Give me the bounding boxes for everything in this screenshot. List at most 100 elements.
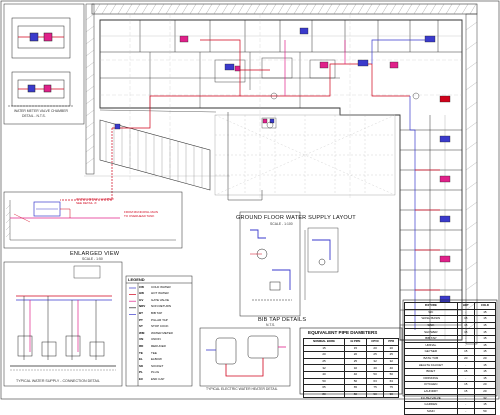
fixture-table-cell: 15 xyxy=(456,387,475,396)
fixture-table-row: GARDEN-15 xyxy=(404,400,497,409)
fixture-table-cell: - xyxy=(456,374,475,383)
pipe-table-header-2: CPVC xyxy=(365,338,385,346)
floor-plan xyxy=(84,3,478,345)
fixture-table-row: FLUSH VALVE-32 xyxy=(404,394,497,402)
fixture-table-cell: 15 xyxy=(456,315,475,323)
fixture-table-cell: SHOWER xyxy=(404,328,458,336)
legend-item-code: TE xyxy=(139,350,143,355)
fixture-table-cell: BIDET xyxy=(404,367,458,376)
legend-item-label: PLUG xyxy=(151,370,160,375)
enlarged-view-scale: SCALE - 1:50 xyxy=(82,257,103,261)
legend-item-label: REDUCER xyxy=(151,343,166,348)
fixture-table-row: BIB TAP-15 xyxy=(404,334,497,343)
pipe-table-cell: 40 xyxy=(344,370,367,379)
water-heater-title: TYPICAL ELECTRIC WATER HEATER DETAIL xyxy=(206,387,278,391)
legend-item-label: COLD WATER xyxy=(151,284,171,289)
enlarged-view-title: ENLARGED VIEW xyxy=(70,251,120,257)
legend-item-code: CW xyxy=(139,284,144,289)
red-note-2: SEE DETAIL 'A' xyxy=(76,201,97,205)
pipe-table-cell: 50 xyxy=(383,370,399,379)
main-drawing-scale: SCALE - 1:100 xyxy=(270,222,293,226)
pipe-table-header-1: GI PIPE xyxy=(344,338,367,346)
fixture-table-cell: 15 xyxy=(456,321,475,330)
legend-item-code: EL xyxy=(139,357,143,362)
pipe-table-cell: 25 xyxy=(302,357,346,366)
fixture-table-row: URINAL-15 xyxy=(404,341,497,350)
pipe-table-header-0: NOMINAL BORE xyxy=(302,338,346,346)
fixture-table-cell: 15 xyxy=(456,367,475,376)
legend-item-code: UN xyxy=(139,337,144,342)
pipe-table-cell: 50 xyxy=(365,370,385,379)
fixture-table-cell: 15 xyxy=(473,400,497,409)
pipe-table-cell: 15 xyxy=(302,344,346,353)
legend-item-code: PT xyxy=(139,317,143,322)
fixture-table-cell: BATH TUB xyxy=(404,354,458,363)
legend-item-code: SK xyxy=(139,363,144,368)
legend-symbols xyxy=(129,287,136,315)
pipe-table-cell: 40 xyxy=(383,364,399,372)
pipe-table-cell: 25 xyxy=(383,351,399,359)
fixture-table-cell: 20 xyxy=(473,381,497,389)
fixture-table-cell: 15 xyxy=(473,328,497,336)
pipe-table-cell: 20 xyxy=(383,344,399,353)
fixture-table-cell: 15 xyxy=(473,361,497,369)
fixture-table-cell: - xyxy=(456,394,475,402)
pipe-table-cell: 32 xyxy=(365,357,385,366)
legend-box xyxy=(125,275,193,387)
pipe-table-cell: 80 xyxy=(344,390,367,399)
legend-item-label: END CAP xyxy=(151,376,165,381)
legend-item-label: NON RETURN xyxy=(151,304,171,309)
main-drawing-title: GROUND FLOOR WATER SUPPLY LAYOUT xyxy=(236,215,356,221)
legend-item-label: BIB TAP xyxy=(151,310,163,315)
legend-item-label: PILLAR TAP xyxy=(151,317,168,322)
legend-item: NRV NON RETURN xyxy=(139,305,171,308)
legend-item-label: HOT WATER xyxy=(151,291,169,296)
fixture-table-cell: DRINKING xyxy=(404,374,458,383)
fixture-table-cell: MAIN xyxy=(404,407,458,415)
red-note-1: WATER METER CHAMBER xyxy=(76,197,114,201)
water-supply-pipes xyxy=(60,39,440,330)
legend-item-label: TEE xyxy=(151,350,157,355)
pipe-table-cell: 50 xyxy=(302,377,346,386)
pipe-table-title: EQUIVALENT PIPE DIAMETERS xyxy=(308,330,378,335)
callout-markers xyxy=(266,92,420,129)
legend-item-code: NRV xyxy=(139,304,146,309)
fixture-table-cell: 20 xyxy=(473,387,497,396)
pipe-table-cell: 32 xyxy=(383,357,399,366)
fixture-table-header-0: FIXTURE xyxy=(404,302,458,310)
pipe-table-cell: 90 xyxy=(383,390,399,399)
fixture-table-cell: 15 xyxy=(456,348,475,356)
fixture-table-cell: - xyxy=(456,308,475,317)
fixture-table-cell: - xyxy=(456,361,475,369)
fixture-table-cell: WASH BASIN xyxy=(404,315,458,323)
fixture-table-cell: URINAL xyxy=(404,341,458,350)
fixture-table-cell: GEYSER xyxy=(404,348,458,356)
tap-details-title: BIB TAP DETAILS xyxy=(258,317,307,323)
enlarged-view xyxy=(3,191,183,249)
legend-item-label: ELBOW xyxy=(151,357,162,362)
fixture-table-cell: KITCHEN xyxy=(404,381,458,389)
pipe-table-cell: 50 xyxy=(344,377,367,386)
tap-details-scale: N.T.S. xyxy=(266,323,276,327)
pipe-table-cell: 75 xyxy=(365,384,385,392)
fixture-table-cell: 15 xyxy=(456,328,475,336)
pipe-table-cell: 32 xyxy=(302,364,346,372)
red-note-4: TO OVERHEAD TANK xyxy=(124,214,155,218)
fixture-table-cell: - xyxy=(456,341,475,350)
fixture-table-cell: - xyxy=(456,334,475,343)
